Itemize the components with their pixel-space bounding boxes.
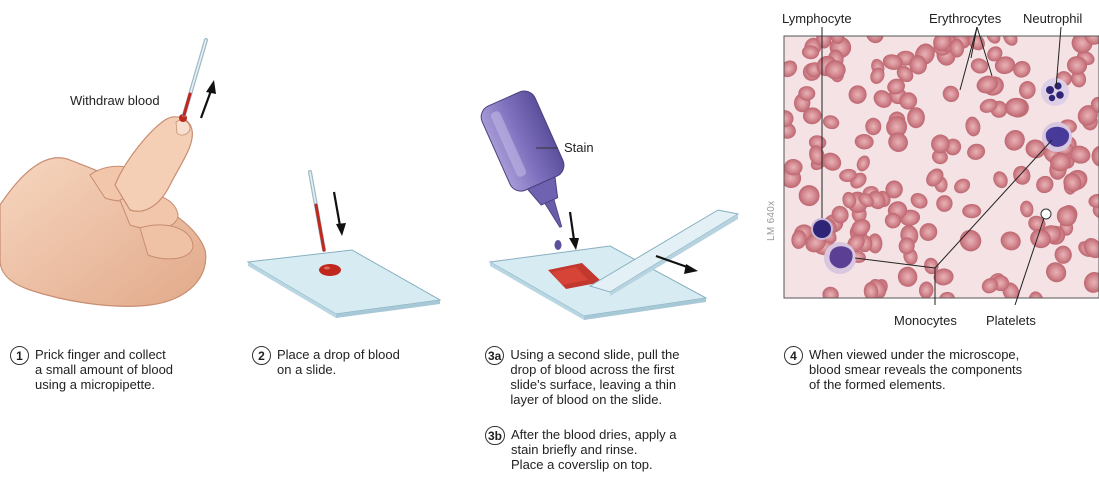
step-2-text: Place a drop of blood on a slide.: [277, 347, 400, 377]
step-1-caption: 1 Prick finger and collect a small amoun…: [10, 347, 173, 392]
step-4-text: When viewed under the microscope, blood …: [809, 347, 1022, 392]
lymphocyte-label: Lymphocyte: [782, 11, 852, 26]
blood-smear-micrograph: [760, 0, 1099, 320]
step-1-badge: 1: [10, 346, 29, 365]
step-3-panel: Stain 3a Using a second slide, pull the …: [470, 0, 760, 477]
platelets-label: Platelets: [986, 313, 1036, 328]
step-2-badge: 2: [252, 346, 271, 365]
monocyte-cell-2: [1042, 122, 1072, 152]
neutrophil-cell: [1041, 78, 1069, 106]
erythrocytes-label: Erythrocytes: [929, 11, 1001, 26]
neutrophil-label: Neutrophil: [1023, 11, 1082, 26]
step-4-caption: 4 When viewed under the microscope, bloo…: [784, 347, 1022, 392]
slide-with-blood-drop-illustration: [240, 0, 450, 320]
stain-label: Stain: [564, 140, 594, 155]
withdraw-blood-label: Withdraw blood: [70, 93, 160, 108]
step-2-caption: 2 Place a drop of blood on a slide.: [252, 347, 400, 377]
step-1-text: Prick finger and collect a small amount …: [35, 347, 173, 392]
magnification-label: LM 640x: [766, 201, 777, 241]
monocytes-label: Monocytes: [894, 313, 957, 328]
step-4-panel: Lymphocyte Erythrocytes Neutrophil Monoc…: [760, 0, 1099, 477]
hand-with-micropipette-illustration: [0, 0, 230, 320]
step-1-panel: Withdraw blood 1 Prick finger and collec…: [0, 0, 230, 477]
step-4-badge: 4: [784, 346, 803, 365]
step-3b-caption: 3b After the blood dries, apply a stain …: [485, 427, 677, 472]
monocyte-cell: [824, 242, 856, 274]
step-3a-caption: 3a Using a second slide, pull the drop o…: [485, 347, 679, 407]
erythrocyte: [962, 204, 981, 218]
step-3b-badge: 3b: [485, 426, 505, 445]
step-3a-text: Using a second slide, pull the drop of b…: [510, 347, 679, 407]
step-3b-text: After the blood dries, apply a stain bri…: [511, 427, 677, 472]
lymphocyte-cell: [811, 218, 833, 240]
platelet-marker: [1041, 209, 1051, 219]
erythrocyte: [825, 60, 846, 79]
step-2-panel: 2 Place a drop of blood on a slide.: [240, 0, 450, 477]
smear-and-stain-illustration: [470, 0, 760, 330]
step-3a-badge: 3a: [485, 346, 504, 365]
